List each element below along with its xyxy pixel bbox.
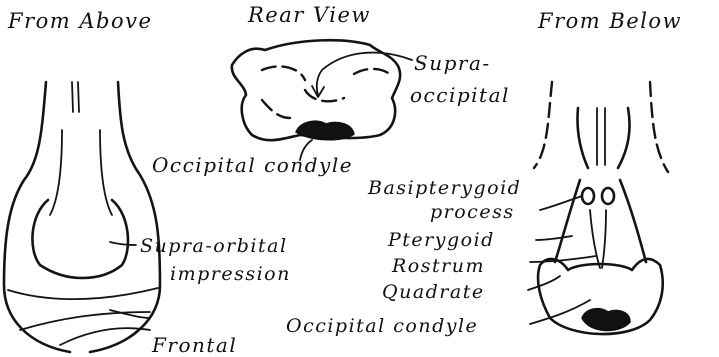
label-supra-orbital-2: impression — [170, 263, 291, 285]
skull-from-above — [4, 82, 160, 352]
label-occipital-condyle-rear: Occipital condyle — [152, 153, 353, 177]
skull-rear-view — [232, 40, 412, 160]
leader-lines — [110, 196, 596, 324]
label-frontal: Frontal — [151, 333, 237, 357]
skull-from-below — [534, 82, 668, 334]
label-pterygoid: Pterygoid — [387, 229, 495, 251]
title-from-above: From Above — [7, 9, 152, 33]
label-supra-orbital-1: Supra-orbital — [140, 235, 288, 257]
label-quadrate: Quadrate — [382, 281, 485, 303]
title-from-below: From Below — [537, 9, 682, 33]
label-supra-occipital-2: occipital — [410, 83, 510, 107]
label-basipterygoid-2: process — [430, 201, 515, 223]
label-basipterygoid-1: Basipterygoid — [367, 177, 521, 199]
title-rear-view: Rear View — [247, 3, 371, 27]
label-rostrum: Rostrum — [391, 255, 485, 277]
label-occipital-condyle-below: Occipital condyle — [286, 315, 478, 337]
label-supra-occipital-1: Supra- — [414, 51, 491, 75]
